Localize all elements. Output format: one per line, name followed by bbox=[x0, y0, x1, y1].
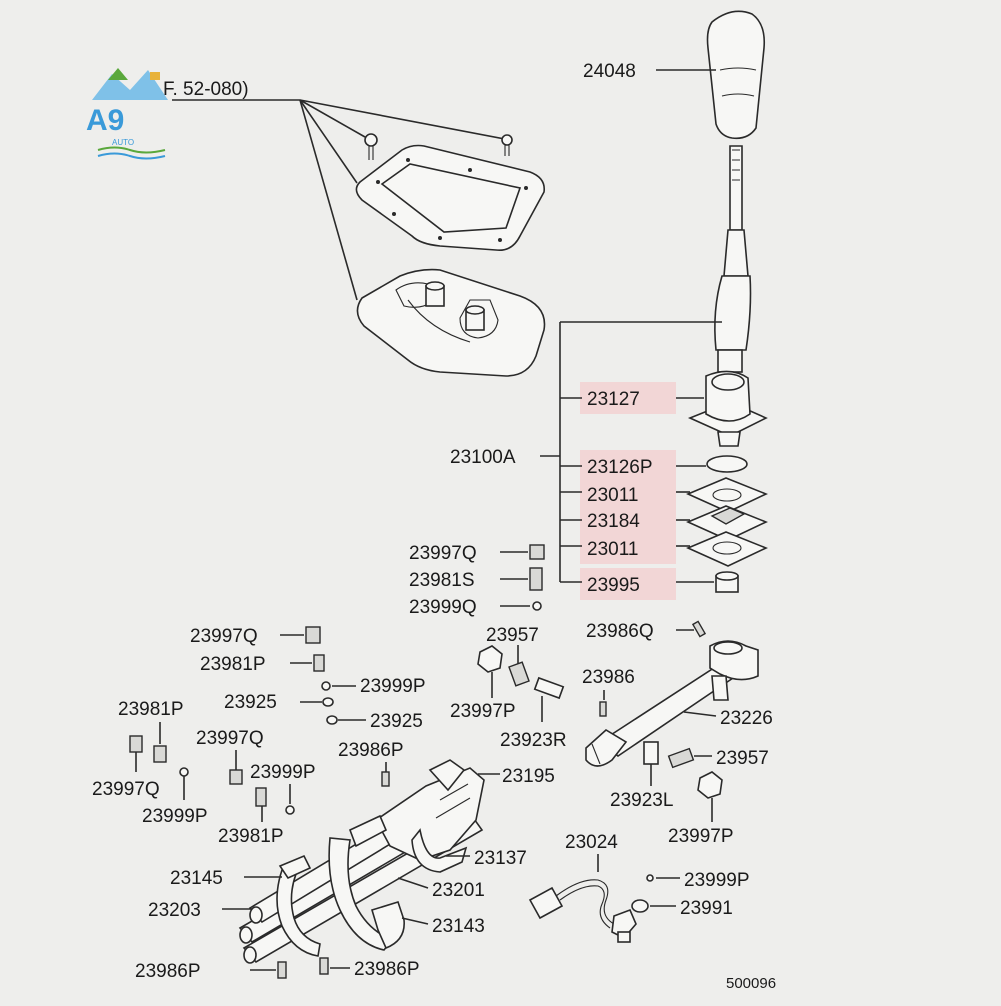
label-23997Q-a: 23997Q bbox=[409, 543, 477, 564]
label-24048: 24048 bbox=[583, 61, 636, 82]
label-23986Q: 23986Q bbox=[586, 621, 654, 642]
label-23981S: 23981S bbox=[409, 570, 475, 591]
label-23981P-a: 23981P bbox=[200, 654, 266, 675]
roll-pin-23986P-b-icon bbox=[277, 961, 287, 979]
washer-23126P-icon bbox=[706, 455, 748, 473]
label-23184: 23184 bbox=[587, 511, 640, 532]
label-23999P-a: 23999P bbox=[360, 676, 426, 697]
label-23011a: 23011 bbox=[587, 485, 638, 506]
highlight-23126P bbox=[580, 450, 676, 482]
spring-icon bbox=[529, 567, 543, 591]
label-23981P-c: 23981P bbox=[218, 826, 284, 847]
bushing-23995-icon bbox=[715, 571, 739, 593]
label-23999Q: 23999Q bbox=[409, 597, 477, 618]
ball-icon bbox=[532, 601, 542, 611]
o-ring-23991-icon bbox=[631, 899, 649, 913]
label-23923L: 23923L bbox=[610, 790, 673, 811]
label-23986P-b: 23986P bbox=[135, 961, 201, 982]
label-23011b: 23011 bbox=[587, 539, 638, 560]
roll-pin-23986P-c-icon bbox=[319, 957, 329, 975]
spring-23957-icon bbox=[508, 661, 530, 687]
nut-23997P-b-icon bbox=[697, 771, 723, 799]
ball-23999P-d-icon bbox=[646, 874, 654, 882]
label-23201: 23201 bbox=[432, 880, 485, 901]
diagram-code: 500096 bbox=[726, 975, 776, 992]
label-23024: 23024 bbox=[565, 832, 618, 853]
ball-23999P-c-icon bbox=[285, 805, 295, 815]
label-23997P-b: 23997P bbox=[668, 826, 734, 847]
boot-retainer-plate-icon bbox=[355, 144, 546, 252]
reference-note: F. 52-080) bbox=[163, 79, 249, 100]
label-23995: 23995 bbox=[587, 575, 640, 596]
label-23203: 23203 bbox=[148, 900, 201, 921]
cap-icon bbox=[529, 544, 545, 560]
label-23925-a: 23925 bbox=[224, 692, 277, 713]
label-23957-a: 23957 bbox=[486, 625, 539, 646]
label-23143: 23143 bbox=[432, 916, 485, 937]
highlight-23127 bbox=[580, 382, 676, 414]
shift-arm-23226-icon bbox=[585, 640, 759, 767]
label-23127: 23127 bbox=[587, 389, 640, 410]
label-23925-b: 23925 bbox=[370, 711, 423, 732]
label-23126P: 23126P bbox=[587, 457, 653, 478]
highlight-23995 bbox=[580, 568, 676, 600]
highlight-23184 bbox=[580, 504, 676, 536]
label-23986: 23986 bbox=[582, 667, 635, 688]
label-23999P-b: 23999P bbox=[142, 806, 208, 827]
shift-rails-forks-icon bbox=[238, 759, 485, 964]
label-23986P-a: 23986P bbox=[338, 740, 404, 761]
gasket-plates-icon bbox=[685, 477, 768, 567]
label-23137: 23137 bbox=[474, 848, 527, 869]
roll-pin-icon bbox=[691, 620, 707, 638]
cap-icon-b bbox=[305, 626, 321, 644]
label-23997Q-b: 23997Q bbox=[190, 626, 258, 647]
label-23145: 23145 bbox=[170, 868, 223, 889]
spring-23957-b-icon bbox=[667, 747, 695, 769]
pin-23923L-icon bbox=[643, 741, 659, 765]
cap-23997Q-c-icon bbox=[129, 735, 143, 753]
ball-23999P-b-icon bbox=[179, 767, 189, 777]
label-23226: 23226 bbox=[720, 708, 773, 729]
shift-lever-icon bbox=[714, 145, 752, 373]
spring-23981P-c-icon bbox=[255, 787, 267, 807]
watermark-logo-icon: A9 AUTO bbox=[86, 68, 168, 160]
lever-ball-seat-icon bbox=[687, 370, 768, 447]
stud-bolt-icon bbox=[364, 133, 513, 160]
label-23100A: 23100A bbox=[450, 447, 516, 468]
highlight-23011b bbox=[580, 532, 676, 564]
label-23997Q-d: 23997Q bbox=[196, 728, 264, 749]
label-23981P-b: 23981P bbox=[118, 699, 184, 720]
roll-pin-icon-b bbox=[599, 701, 607, 717]
ball-icon-b bbox=[321, 681, 331, 691]
label-23957-b: 23957 bbox=[716, 748, 769, 769]
spring-23981P-b-icon bbox=[153, 745, 167, 763]
shift-boot-icon bbox=[356, 268, 546, 377]
sensor-23024-icon bbox=[528, 879, 637, 943]
label-23923R: 23923R bbox=[500, 730, 567, 751]
watermark-subtext: AUTO bbox=[112, 138, 134, 147]
roll-pin-23986P-a-icon bbox=[381, 771, 390, 787]
pin-23923R-icon bbox=[533, 676, 565, 700]
watermark-text: A9 bbox=[86, 104, 124, 137]
spring-icon-b bbox=[313, 654, 325, 672]
label-23999P-d: 23999P bbox=[684, 870, 750, 891]
nut-23997P-icon bbox=[477, 645, 503, 673]
label-23999P-c: 23999P bbox=[250, 762, 316, 783]
label-23195: 23195 bbox=[502, 766, 555, 787]
shift-knob-icon bbox=[706, 10, 766, 140]
cap-23997Q-d-icon bbox=[229, 769, 243, 785]
label-23991: 23991 bbox=[680, 898, 733, 919]
label-23997P-a: 23997P bbox=[450, 701, 516, 722]
label-23986P-c: 23986P bbox=[354, 959, 420, 980]
label-23997Q-c: 23997Q bbox=[92, 779, 160, 800]
